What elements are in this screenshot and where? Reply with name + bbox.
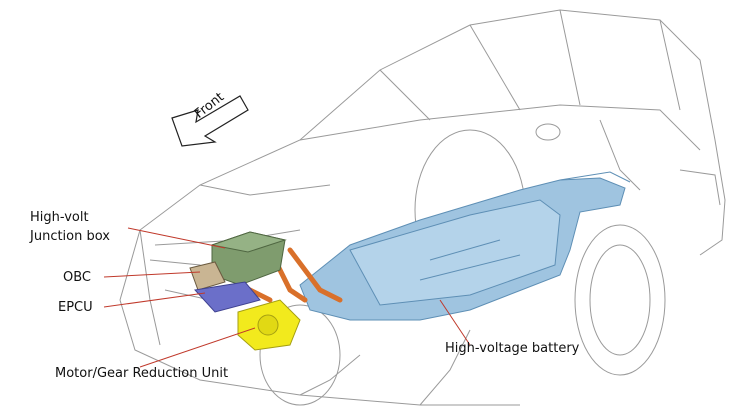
car-outline bbox=[119, 9, 726, 406]
epcu-unit bbox=[194, 281, 261, 313]
epcu-label: EPCU bbox=[58, 300, 93, 315]
battery-label: High-voltage battery bbox=[445, 341, 580, 356]
battery-pack bbox=[299, 171, 631, 321]
motor-unit bbox=[237, 299, 301, 351]
obc-unit bbox=[189, 261, 226, 291]
motor-label: Motor/Gear Reduction Unit bbox=[55, 366, 229, 381]
junction-box-label-line1: High-volt bbox=[30, 210, 89, 225]
obc-label: OBC bbox=[63, 270, 91, 285]
front-arrow-icon bbox=[171, 95, 249, 147]
leader-lines bbox=[103, 227, 471, 368]
junction-box-label: High-volt Junction box bbox=[30, 208, 110, 246]
junction-box-label-line2: Junction box bbox=[30, 229, 110, 244]
